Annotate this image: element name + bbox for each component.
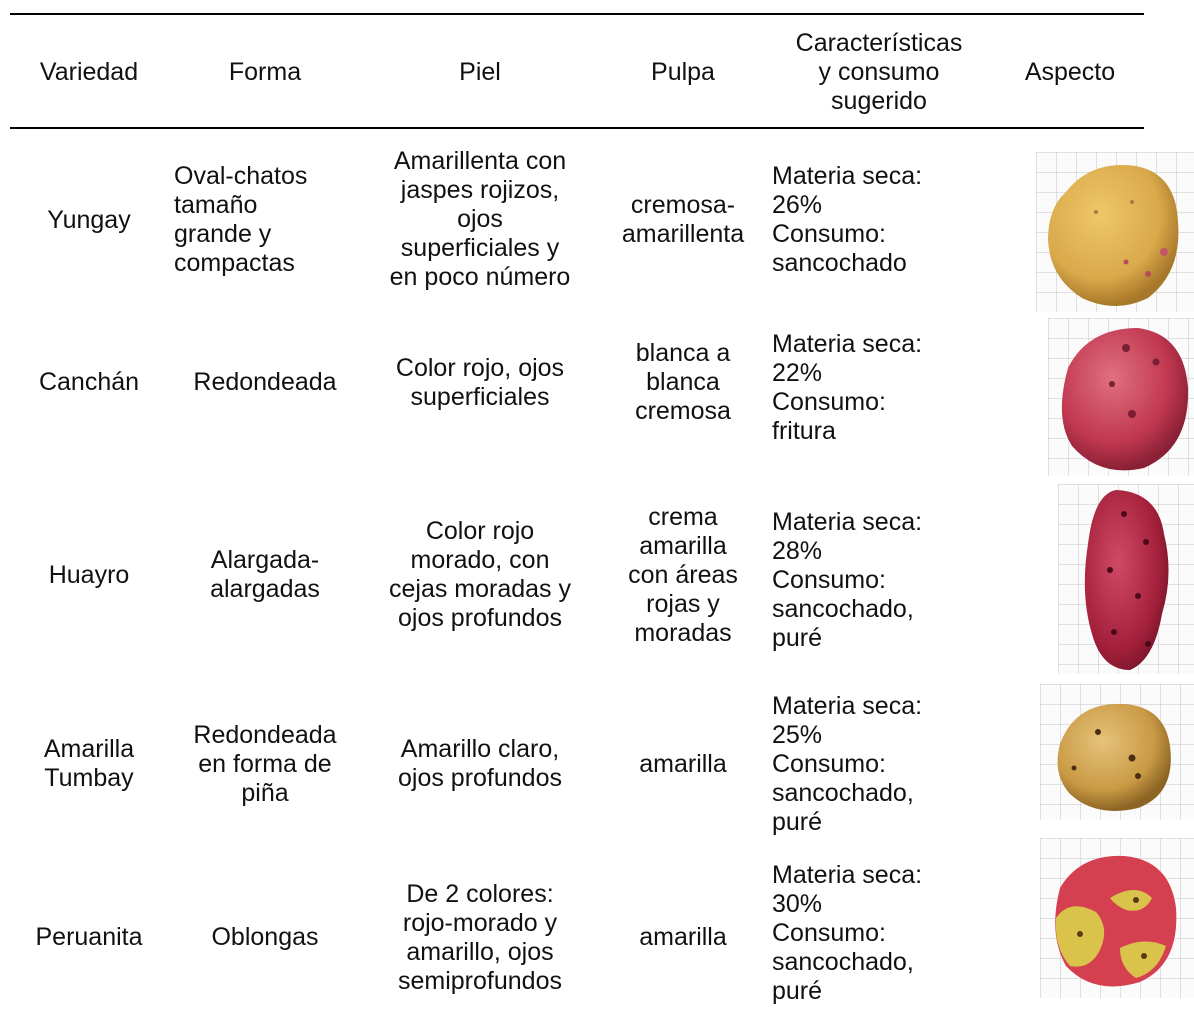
potato-photo-huayro: [1058, 484, 1194, 674]
header-variedad: Variedad: [39, 57, 139, 86]
table-top-rule: [10, 13, 1144, 15]
cell-forma: Redondeada en forma de piña: [193, 720, 337, 807]
cell-pulpa: cremosa- amarillenta: [621, 191, 745, 248]
cell-variedad: Amarilla Tumbay: [43, 735, 135, 792]
cell-forma: Alargada- alargadas: [210, 546, 320, 603]
cell-variedad: Canchán: [38, 368, 140, 396]
cell-caracteristicas: Materia seca: 25% Consumo: sancochado, p…: [772, 691, 923, 836]
potato-photo-peruanita: [1040, 838, 1194, 998]
cell-forma: Oval-chatos tamaño grande y compactas: [174, 162, 308, 277]
potato-photo-canchan: [1048, 318, 1194, 476]
cell-pulpa: blanca a blanca cremosa: [635, 339, 731, 425]
cell-variedad: Huayro: [48, 560, 130, 589]
cell-caracteristicas: Materia seca: 26% Consumo: sancochado: [772, 162, 923, 277]
cell-piel: Amarillenta con jaspes rojizos, ojos sup…: [389, 146, 571, 291]
cell-pulpa: amarilla: [639, 923, 727, 951]
cell-pulpa: crema amarilla con áreas rojas y moradas: [628, 502, 738, 647]
header-caracteristicas: Características y consumo sugerido: [795, 28, 963, 115]
cell-variedad: Peruanita: [35, 923, 143, 951]
header-pulpa: Pulpa: [651, 57, 715, 86]
cell-forma: Redondeada: [193, 368, 337, 396]
header-aspecto: Aspecto: [1024, 57, 1116, 86]
header-forma: Forma: [228, 57, 302, 86]
cell-piel: Color rojo morado, con cejas moradas y o…: [388, 517, 572, 632]
cell-forma: Oblongas: [211, 923, 319, 951]
cell-caracteristicas: Materia seca: 22% Consumo: fritura: [772, 329, 923, 445]
table-header-rule: [10, 127, 1144, 129]
cell-caracteristicas: Materia seca: 28% Consumo: sancochado, p…: [772, 507, 923, 652]
cell-piel: De 2 colores: rojo-morado y amarillo, oj…: [398, 879, 562, 995]
cell-pulpa: amarilla: [639, 749, 727, 778]
potato-photo-yungay: [1036, 152, 1194, 312]
potato-photo-amarilla-tumbay: [1040, 684, 1194, 820]
cell-piel: Color rojo, ojos superficiales: [395, 353, 565, 411]
header-piel: Piel: [459, 57, 501, 86]
cell-caracteristicas: Materia seca: 30% Consumo: sancochado, p…: [772, 860, 923, 1005]
cell-piel: Amarillo claro, ojos profundos: [397, 735, 562, 792]
cell-variedad: Yungay: [47, 205, 131, 234]
